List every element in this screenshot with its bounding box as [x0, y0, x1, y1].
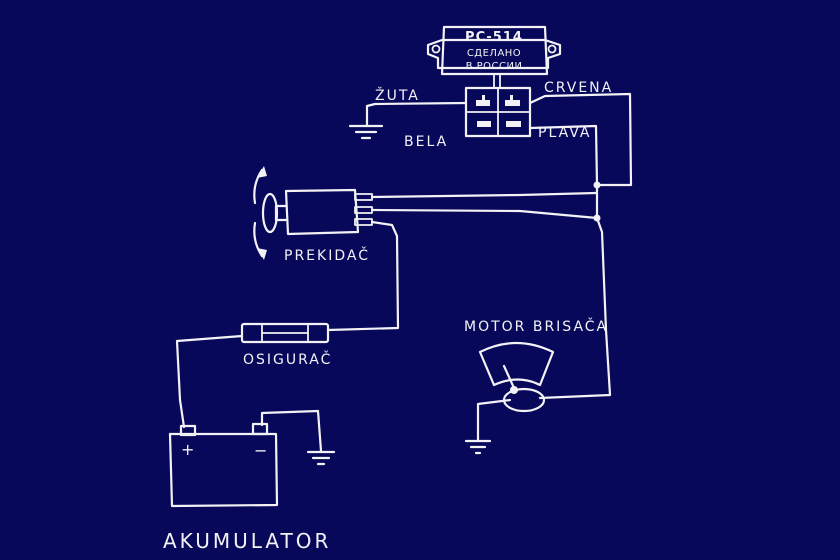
motor-label: MOTOR BRISAČA	[464, 317, 608, 335]
switch-knob	[261, 192, 279, 234]
wire-red	[528, 92, 633, 187]
switch-terminal	[354, 218, 373, 226]
relay-country-label: В РОССИИ	[466, 61, 523, 72]
switch-body	[284, 188, 360, 236]
relay-mount-hole-right	[547, 44, 557, 54]
relay-mount-hole-left	[431, 44, 441, 54]
wire-label-white: BELA	[404, 134, 448, 150]
fuse-body	[240, 322, 330, 344]
relay-mounting-flange	[426, 38, 562, 70]
battery-body	[168, 432, 279, 508]
fuse-label: OSIGURAČ	[243, 350, 332, 368]
switch-label: PREKIDAČ	[284, 246, 370, 264]
motor-body	[502, 387, 546, 413]
wire-switch-to-fuse	[326, 220, 400, 332]
battery-minus-sign: −	[254, 441, 267, 460]
wire-switch-to-relay	[370, 191, 598, 199]
junction-dot	[593, 181, 601, 189]
fuse	[240, 322, 330, 344]
relay-model: PC-514	[465, 30, 523, 45]
relay-connector-block	[464, 86, 532, 138]
junction-dot	[593, 214, 601, 222]
switch-terminal	[354, 206, 373, 214]
relay-terminal-tr	[505, 95, 520, 106]
wire-yellow	[365, 101, 468, 128]
wiper-sweep-gauge	[478, 342, 555, 387]
relay-terminal-br	[506, 121, 521, 127]
battery-terminal-plus	[179, 424, 197, 437]
battery-label: AKUMULATOR	[163, 529, 331, 553]
relay: PC-514 СДЕЛАНО В РОССИИ	[426, 25, 562, 138]
switch-rotate-down-arrowhead	[257, 248, 267, 260]
relay-terminal-tl	[476, 95, 490, 106]
wire-fuse-to-battery	[175, 334, 244, 429]
switch-rotate-up-arrowhead	[257, 166, 267, 178]
wire-label-red: CRVENA	[544, 80, 613, 96]
switch-terminal	[354, 193, 373, 201]
battery-plus-sign: +	[181, 440, 194, 459]
battery: + −	[168, 422, 279, 508]
wiper-arm	[502, 364, 516, 390]
wire-label-blue: PLAVA	[538, 125, 592, 141]
relay-body	[440, 25, 549, 76]
ground-symbol-motor	[464, 439, 492, 455]
wire-switch-to-motor	[370, 208, 612, 400]
ground-symbol-relay	[348, 124, 384, 140]
wire-label-yellow: ŽUTA	[375, 86, 420, 104]
wire-blue	[528, 124, 599, 220]
switch	[253, 166, 373, 260]
battery-terminal-minus	[251, 422, 269, 436]
relay-terminal-bl	[477, 121, 491, 127]
wire-motor-ground	[476, 398, 512, 442]
ground-symbol-battery	[306, 450, 336, 466]
relay-made-label: СДЕЛАНО	[467, 48, 521, 59]
wire-battery-ground	[260, 409, 323, 453]
wiper-motor	[478, 342, 555, 413]
